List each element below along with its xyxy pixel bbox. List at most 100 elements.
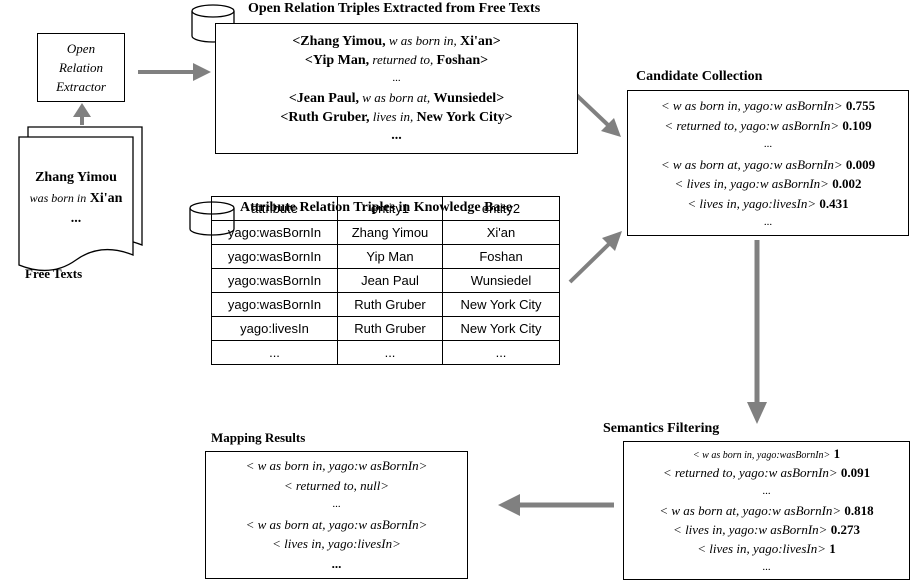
filtered-pair: < lives in, yago:livesIn> [697, 541, 826, 556]
mapping-item: < w as born at, yago:w asBornIn> [245, 516, 428, 532]
candidate-ellipsis: ... [763, 216, 773, 228]
table-cell: ... [337, 340, 443, 365]
filtered-ellipsis: ... [762, 485, 771, 497]
semantics-filtering-box: < w as born in, yago:wasBornIn> 1 < retu… [623, 441, 910, 580]
triple-row: <Yip Man, returned to, Foshan> [216, 50, 577, 69]
triple-predicate: lives in, [369, 109, 417, 124]
candidate-pair: < w as born in, yago:w asBornIn> [660, 98, 843, 113]
table-cell: yago:wasBornIn [211, 292, 338, 317]
doc-ellipsis: ... [70, 211, 82, 226]
table-row: yago:livesIn Ruth Gruber New York City [211, 316, 560, 341]
filtered-score: 0.818 [841, 503, 874, 518]
candidate-collection-box: < w as born in, yago:w asBornIn> 0.755 <… [627, 90, 909, 236]
filtered-ellipsis: ... [762, 561, 771, 573]
table-cell: Ruth Gruber [337, 316, 443, 341]
triple-subject: <Zhang Yimou, [292, 34, 386, 49]
free-texts-label: Free Texts [25, 266, 83, 281]
relation-extractor-box: Open Relation Extractor [37, 33, 125, 102]
free-text-document: Zhang Yimou was born in Xi'an ... [19, 168, 133, 229]
flow-arrows [73, 63, 767, 516]
triple-row: <Ruth Gruber, lives in, New York City> [216, 107, 577, 126]
mapping-ellipsis: ... [331, 555, 342, 571]
candidate-pair: < lives in, yago:w asBornIn> [674, 176, 829, 191]
mapping-item: < returned to, null> [283, 477, 390, 493]
triple-predicate: w as born in, [385, 33, 461, 48]
table-cell: New York City [442, 316, 560, 341]
candidate-pair: < lives in, yago:livesIn> [687, 195, 817, 211]
triple-row: <Jean Paul, w as born at, Wunsiedel> [216, 88, 577, 107]
filtered-pair: < lives in, yago:w asBornIn> [673, 522, 828, 537]
table-row: yago:wasBornIn Yip Man Foshan [211, 244, 560, 269]
triple-subject: <Yip Man, [304, 53, 370, 68]
triple-object: Xi'an> [460, 34, 501, 49]
candidate-ellipsis: ... [763, 138, 773, 150]
filtered-score: 0.091 [837, 465, 871, 480]
filtered-pair: < w as born in, yago:wasBornIn> [692, 450, 831, 461]
filtered-pair: < w as born at, yago:w asBornIn> [659, 503, 842, 518]
candidate-item: < w as born at, yago:w asBornIn> 0.009 [628, 155, 908, 175]
mapping-results-box: < w as born in, yago:w asBornIn> < retur… [205, 451, 468, 579]
filtered-item: < returned to, yago:w asBornIn> 0.091 [624, 463, 909, 482]
table-cell: yago:wasBornIn [211, 244, 338, 269]
table-cell: yago:livesIn [211, 316, 338, 341]
table-header: entity1 [337, 196, 443, 221]
candidate-item: < lives in, yago:livesIn> 0.431 [628, 194, 908, 214]
triple-predicate: w as born at, [359, 90, 434, 105]
table-cell: ... [211, 340, 338, 365]
document-stack-icon [18, 126, 143, 272]
doc-sentence: was born in Xi'an [19, 188, 133, 209]
triple-object: New York City> [416, 110, 513, 125]
candidate-item: < returned to, yago:w asBornIn> 0.109 [628, 116, 908, 136]
triple-ellipsis: ... [391, 128, 402, 143]
candidate-title: Candidate Collection [636, 69, 763, 84]
candidate-score: 0.431 [816, 195, 849, 211]
filtering-title: Semantics Filtering [603, 421, 720, 436]
doc-object: Xi'an [89, 191, 123, 206]
extractor-line: Relation [58, 60, 104, 75]
table-cell: Ruth Gruber [337, 292, 443, 317]
filtered-pair: < returned to, yago:w asBornIn> [662, 465, 838, 480]
filtered-item: < w as born at, yago:w asBornIn> 0.818 [624, 501, 909, 520]
triples-title: Open Relation Triples Extracted from Fre… [248, 1, 541, 16]
table-header: attribute [211, 196, 338, 221]
table-row: ... ... ... [211, 340, 560, 365]
triple-predicate: returned to, [369, 52, 437, 67]
open-relation-triples-box: <Zhang Yimou, w as born in, Xi'an> <Yip … [215, 23, 578, 154]
database-icon [191, 4, 235, 43]
triple-ellipsis: ... [392, 72, 401, 84]
mapping-title: Mapping Results [211, 430, 306, 445]
mapping-item: < lives in, yago:livesIn> [272, 536, 401, 551]
candidate-score: 0.002 [828, 176, 862, 191]
filtered-score: 1 [825, 541, 836, 556]
table-cell: ... [442, 340, 560, 365]
table-cell: Xi'an [442, 220, 560, 245]
table-row: yago:wasBornIn Ruth Gruber New York City [211, 292, 560, 317]
table-cell: Wunsiedel [442, 268, 560, 293]
candidate-score: 0.109 [839, 117, 872, 133]
extractor-line: Extractor [56, 79, 106, 94]
table-cell: yago:wasBornIn [211, 268, 338, 293]
table-cell: yago:wasBornIn [211, 220, 338, 245]
candidate-item: < w as born in, yago:w asBornIn> 0.755 [628, 96, 908, 116]
table-cell: Jean Paul [337, 268, 443, 293]
table-cell: New York City [442, 292, 560, 317]
candidate-pair: < returned to, yago:w asBornIn> [664, 117, 840, 133]
triple-object: Wunsiedel> [433, 91, 505, 106]
table-cell: Foshan [442, 244, 560, 269]
triple-subject: <Jean Paul, [288, 91, 360, 106]
triple-object: Foshan> [436, 53, 489, 68]
filtered-score: 1 [830, 446, 841, 461]
candidate-score: 0.009 [842, 156, 876, 172]
table-header-row: attribute entity1 entity2 [211, 196, 560, 221]
candidate-score: 0.755 [842, 98, 876, 113]
extractor-line: Open [66, 41, 96, 56]
table-header: entity2 [442, 196, 560, 221]
filtered-score: 0.273 [827, 522, 860, 537]
triple-row: <Zhang Yimou, w as born in, Xi'an> [216, 31, 577, 50]
doc-subject: Zhang Yimou [35, 170, 117, 185]
filtered-item: < lives in, yago:w asBornIn> 0.273 [624, 520, 909, 539]
kb-table: attribute entity1 entity2 yago:wasBornIn… [211, 196, 560, 365]
candidate-pair: < w as born at, yago:w asBornIn> [660, 156, 843, 172]
doc-predicate: was born in [29, 191, 87, 205]
